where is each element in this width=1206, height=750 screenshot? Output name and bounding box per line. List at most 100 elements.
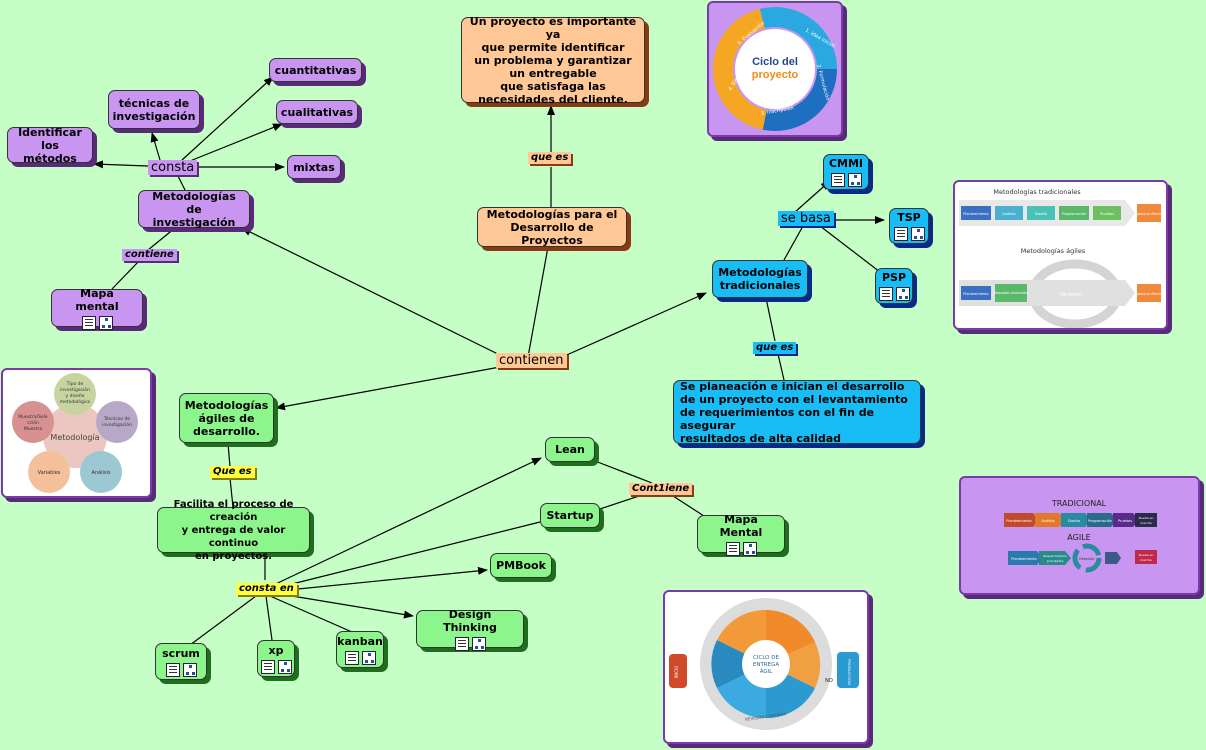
document-icon[interactable] <box>878 287 893 301</box>
resource-icons <box>344 650 376 665</box>
node-text: Lean <box>555 443 585 456</box>
tradicional-step: Programación <box>1088 519 1112 523</box>
node-metodologias-investigacion[interactable]: Metodologías de investigación <box>138 189 250 229</box>
node-scrum[interactable]: scrum <box>155 643 207 680</box>
node-metodologias-agiles[interactable]: Metodologías ágiles de desarrollo. <box>179 393 274 443</box>
concept-map-icon[interactable] <box>895 287 910 301</box>
label-consta: consta <box>148 160 198 175</box>
concept-map-icon[interactable] <box>277 659 292 674</box>
document-icon[interactable] <box>893 227 908 241</box>
resource-icons <box>725 541 757 556</box>
circle-muestra: Muestra/Sele <box>18 414 48 420</box>
trad-title: Metodologías tradicionales <box>993 188 1081 196</box>
ciclo-center-line1: Ciclo del <box>752 56 798 68</box>
node-tsp[interactable]: TSP <box>889 208 929 244</box>
image-ciclo-entrega-agil[interactable]: CICLO DE ENTREGA ÁGIL INICIO PRODUCCIÓN … <box>663 590 869 744</box>
ciclo-proyecto-graphic: Ciclo del proyecto 1. Idea inicial 2. Fo… <box>713 7 837 131</box>
concept-map-icon[interactable] <box>182 662 197 677</box>
node-text: Metodologías de investigación <box>152 189 236 229</box>
image-metodologia-circles[interactable]: Metodología Tipo de investigación y dise… <box>1 368 152 498</box>
circle-muestra-2: cción <box>27 419 39 426</box>
label-contiene-lean: Cont1iene <box>629 483 693 495</box>
node-tradicionales-definicion[interactable]: Se planeación e inician el desarrollo de… <box>673 379 921 445</box>
resource-icons <box>165 662 197 677</box>
agile-step-req: Requerimientos <box>1043 554 1067 558</box>
ciclo-center-line2: proyecto <box>752 69 799 81</box>
node-cmmi[interactable]: CMMI <box>823 154 869 190</box>
tradicionales-agiles-graphic: Metodologías tradicionales Planteamiento… <box>959 188 1163 328</box>
node-text: Startup <box>546 509 594 522</box>
node-kanban[interactable]: kanban <box>336 631 384 668</box>
tradicional-step: Diseño <box>1068 519 1080 523</box>
node-cuantitativas[interactable]: cuantitativas <box>269 58 362 82</box>
agil-title: Metodologías ágiles <box>1021 247 1086 255</box>
label-que-es-tradicionales: que es <box>753 342 797 354</box>
node-text: Se planeación e inician el desarrollo de… <box>680 379 908 445</box>
concept-map-icon[interactable] <box>361 650 376 665</box>
node-definicion-proyecto[interactable]: Un proyecto es importante ya que permite… <box>461 14 645 106</box>
node-text: Design Thinking <box>443 607 497 634</box>
node-xp[interactable]: xp <box>257 640 295 677</box>
entrega-inicio: INICIO <box>674 666 679 678</box>
image-ciclo-proyecto[interactable]: Ciclo del proyecto 1. Idea inicial 2. Fo… <box>707 1 843 137</box>
node-metodologias-tradicionales[interactable]: Metodologías tradicionales <box>712 260 808 298</box>
document-icon[interactable] <box>725 541 740 556</box>
image-tradicionales-agiles[interactable]: Metodologías tradicionales Planteamiento… <box>953 180 1168 330</box>
tradicional-step: Pruebas <box>1118 519 1132 523</box>
node-text: TSP <box>897 211 921 224</box>
node-cualitativas[interactable]: cualitativas <box>276 100 358 124</box>
node-text: Mapa Mental <box>719 512 763 539</box>
label-que-es-agiles: Que es <box>210 466 255 478</box>
node-design-thinking[interactable]: Design Thinking <box>416 607 524 651</box>
node-mapa-mental-2[interactable]: Mapa Mental <box>697 512 785 556</box>
concept-map-icon[interactable] <box>98 315 113 330</box>
trad-step: Análisis <box>1002 212 1015 216</box>
tradicional-step: Análisis <box>1041 519 1054 523</box>
node-metodologias-desarrollo[interactable]: Metodologías para el Desarrollo de Proye… <box>477 207 627 247</box>
document-icon[interactable] <box>165 662 180 677</box>
node-text: scrum <box>162 646 200 660</box>
tradicional-title: TRADICIONAL <box>1051 499 1107 508</box>
image-tradicional-agile[interactable]: TRADICIONAL Planteamiento Análisis Diseñ… <box>959 476 1200 595</box>
circle-tipo-2: investigación <box>60 386 90 393</box>
trad-step: Puesta en Marcha <box>1135 212 1163 216</box>
concept-map-icon[interactable] <box>742 541 757 556</box>
trad-step: Diseño <box>1035 212 1047 216</box>
document-icon[interactable] <box>81 315 96 330</box>
label-contiene: contiene <box>122 249 177 261</box>
node-pmbook[interactable]: PMBook <box>490 553 552 578</box>
concept-map-icon[interactable] <box>471 636 486 651</box>
entrega-no: NO <box>825 678 833 684</box>
node-agiles-definicion[interactable]: Facilita el proceso de creación y entreg… <box>157 499 310 562</box>
entrega-revision: REVISIÓN CONTINUA <box>745 711 787 722</box>
document-icon[interactable] <box>344 650 359 665</box>
agil-step: Puesta en Marcha <box>1135 292 1163 296</box>
label-se-basa: se basa <box>778 211 834 226</box>
agil-step: Planteamiento <box>963 292 988 296</box>
node-text: CMMI <box>828 157 864 170</box>
agile-title: AGILE <box>1067 533 1090 542</box>
document-icon[interactable] <box>830 173 845 187</box>
metodologia-graphic: Metodología Tipo de investigación y dise… <box>12 373 138 493</box>
node-psp[interactable]: PSP <box>875 268 913 304</box>
node-text: Un proyecto es importante ya que permite… <box>469 14 637 106</box>
metodologia-center: Metodología <box>50 433 99 442</box>
concept-map-icon[interactable] <box>847 173 862 187</box>
document-icon[interactable] <box>260 659 275 674</box>
resource-icons <box>878 287 910 301</box>
node-text: Metodologías para el Desarrollo de Proye… <box>486 207 618 247</box>
node-tecnicas-investigacion[interactable]: técnicas de investigación <box>108 90 200 129</box>
node-mixtas[interactable]: mixtas <box>287 155 341 179</box>
agile-step: Planteamiento <box>1011 557 1036 561</box>
node-lean[interactable]: Lean <box>545 437 595 462</box>
document-icon[interactable] <box>454 636 469 651</box>
tradicional-step: Planteamiento <box>1006 519 1031 523</box>
node-identificar-metodos[interactable]: Identificar los métodos <box>7 126 93 165</box>
node-startup[interactable]: Startup <box>540 503 600 528</box>
agil-step: Requisitos priorizados <box>993 291 1028 295</box>
concept-map-icon[interactable] <box>910 227 925 241</box>
node-text: Facilita el proceso de creación y entreg… <box>173 498 294 562</box>
node-mapa-mental-1[interactable]: Mapa mental <box>51 287 143 330</box>
circle-variables: Variables <box>38 470 61 476</box>
